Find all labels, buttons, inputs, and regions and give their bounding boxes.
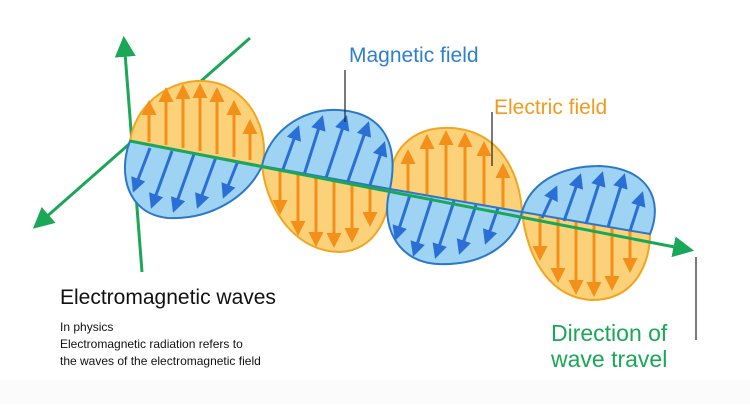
electric-lobe-3 — [388, 126, 524, 214]
diagram-title: Electromagnetic waves — [60, 286, 276, 309]
magnetic-lobe-3 — [386, 187, 524, 266]
subtitle-line-1: In physics — [60, 320, 114, 334]
electric-lobe-4 — [520, 210, 652, 302]
subtitle-line-2: Electromagnetic radiation refers to — [60, 337, 243, 351]
electric-lobe-2 — [260, 164, 392, 254]
direction-label-line-1: Direction of — [551, 320, 668, 346]
electric-lobe-1 — [128, 79, 265, 168]
background-shading — [0, 380, 750, 404]
magnetic-lobe-4 — [520, 164, 656, 236]
magnetic-field-label: Magnetic field — [349, 44, 479, 67]
direction-label-line-2: wave travel — [551, 346, 668, 372]
electric-field-label: Electric field — [494, 96, 608, 119]
magnetic-lobe-2 — [260, 108, 394, 191]
subtitle-line-3: the waves of the electromagnetic field — [60, 354, 261, 368]
travel-axis-line — [129, 139, 695, 258]
